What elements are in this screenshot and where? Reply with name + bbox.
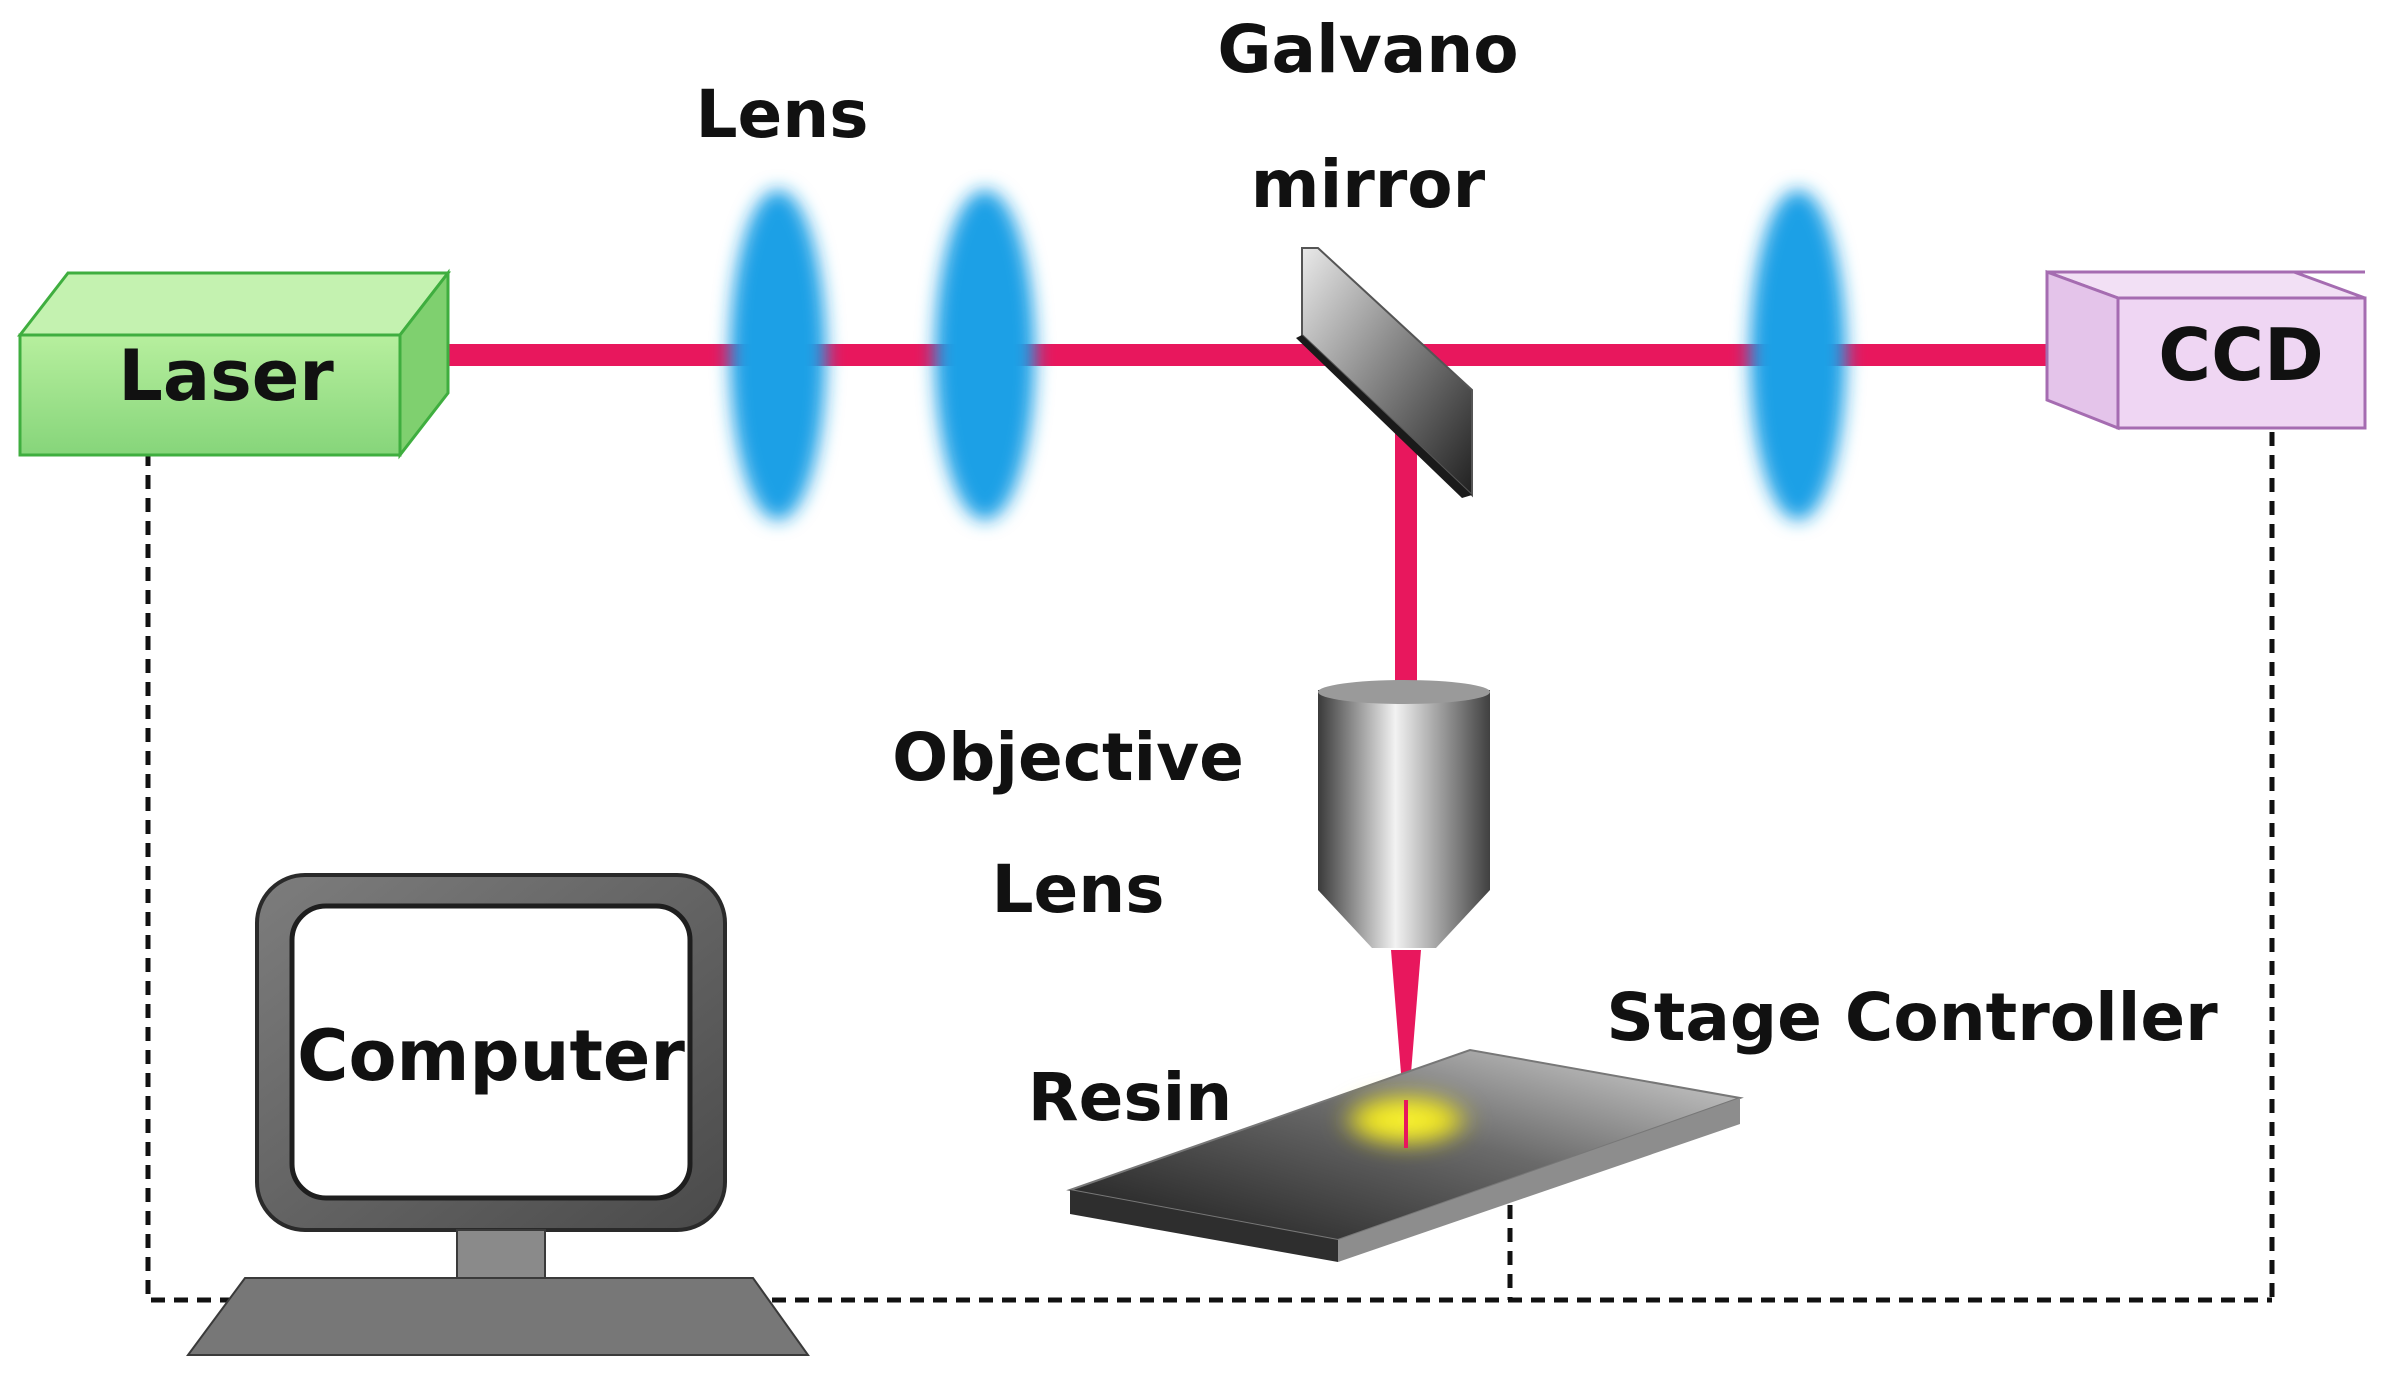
lens-1 [730,190,826,520]
computer-label: Computer [297,1015,685,1097]
objective-barrel [1318,690,1490,890]
objective-nose [1318,890,1490,948]
monitor-neck [456,1229,546,1279]
galvano-mirror [1296,247,1473,498]
keyboard-base [186,1277,810,1356]
objective-lens [1318,680,1490,948]
laser-box-front [18,333,402,457]
lens-3 [1750,190,1846,520]
lenses [730,190,1846,520]
lens-label: Lens [695,76,868,153]
stage-side [1338,1098,1740,1262]
control-connections [145,432,2275,1303]
objective-label-line2: Lens [991,851,1164,928]
monitor-screen [289,903,693,1201]
laser-box-top [16,271,452,337]
mirror-face [1301,247,1473,498]
galvano-label-line1: Galvano [1217,11,1518,88]
ccd-camera: CCD [2045,269,2367,431]
stage-front [1070,1190,1338,1262]
stage [1066,1048,1744,1262]
resin-label: Resin [1028,1059,1232,1136]
lens-2 [935,190,1035,520]
stage-controller-label: Stage Controller [1606,979,2218,1056]
laser-label: Laser [118,335,334,417]
laser-source: Laser [16,268,452,460]
mirror-edge [1296,335,1472,498]
objective-top [1318,680,1490,704]
objective-label-line1: Objective [892,719,1244,796]
beam-focus-cone [1391,950,1421,1110]
laser-connection-line [145,452,2272,1303]
ccd-box-side [2045,269,2120,431]
galvano-label-line2: mirror [1251,146,1486,223]
ccd-box-front [2116,296,2367,430]
ccd-label: CCD [2158,313,2323,397]
computer: Computer [186,873,810,1356]
